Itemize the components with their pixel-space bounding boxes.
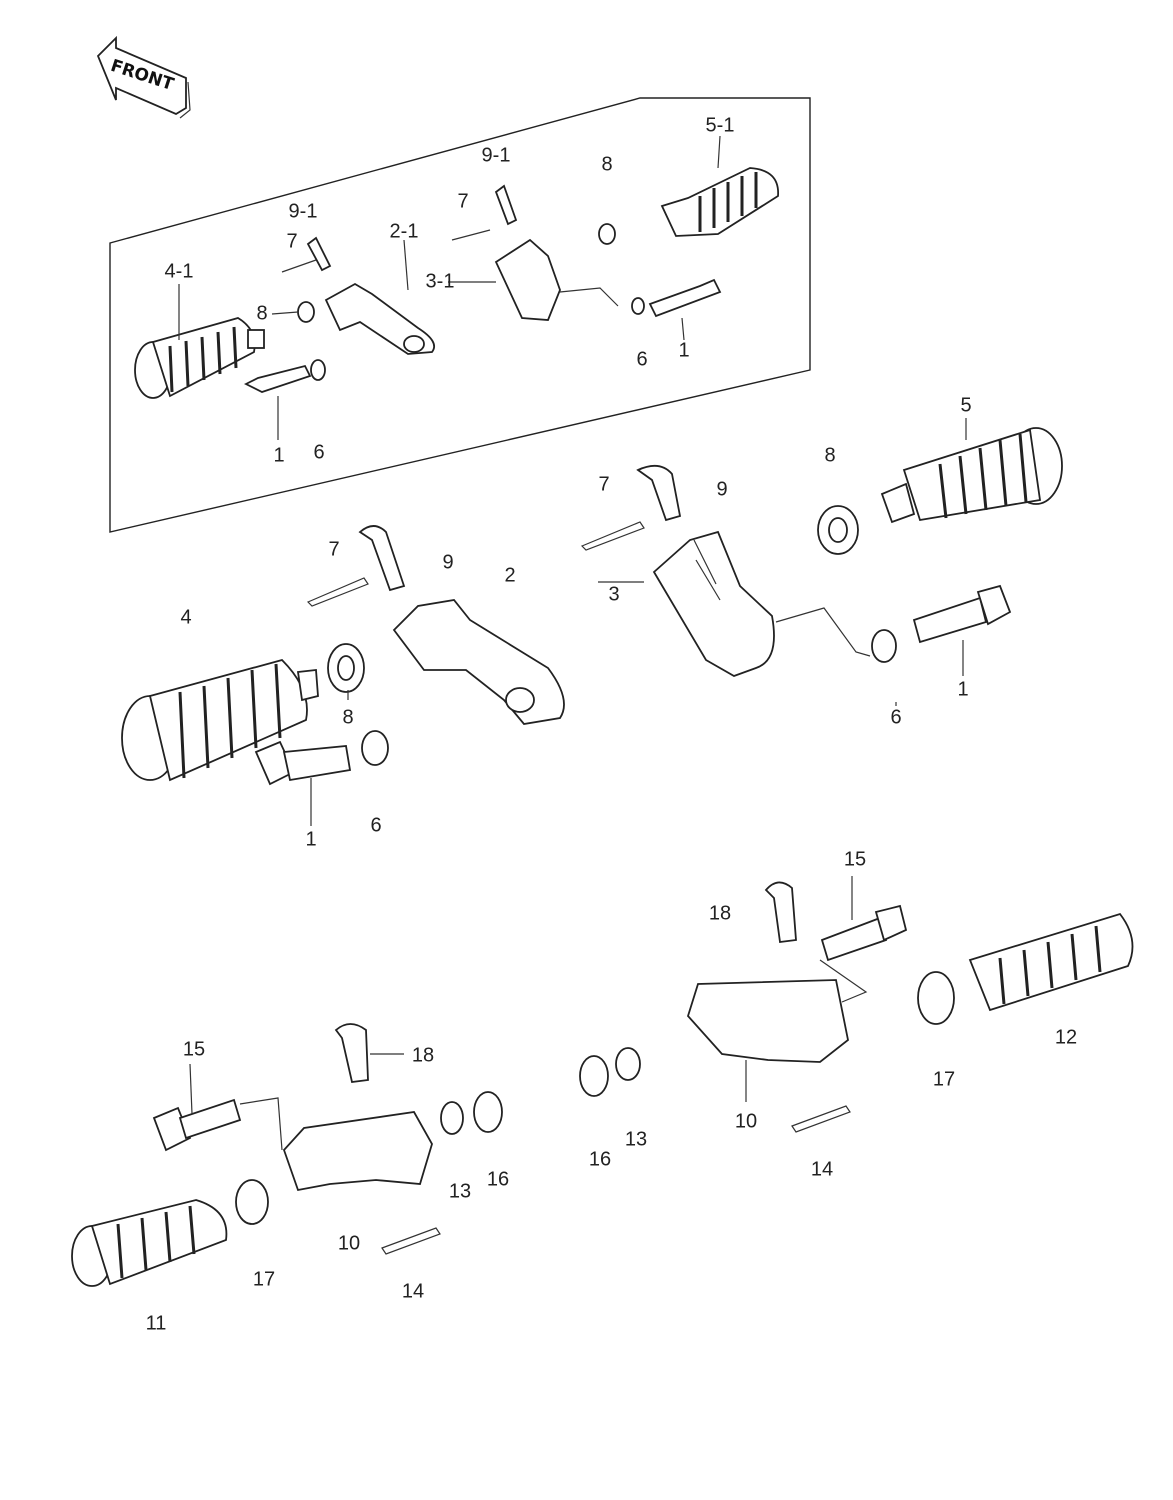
callout-label: 18 (412, 1044, 434, 1066)
rear-washer-small-right (615, 1047, 641, 1081)
callout-label: 10 (338, 1232, 360, 1254)
callout-label: 1 (678, 339, 689, 361)
inset-bracket-left (324, 282, 436, 355)
front-footpeg-left-part (121, 658, 319, 782)
inset-bolt-right (631, 278, 722, 318)
front-lockwasher-left (361, 730, 389, 766)
front-bolt-right (912, 584, 1012, 644)
inset-bracket-right (494, 238, 619, 321)
callout-label: 1 (305, 828, 316, 850)
callout-label: 8 (256, 302, 267, 324)
inset-pin-left (281, 236, 332, 273)
inset-washer-right (598, 223, 616, 245)
callout-label: 17 (933, 1068, 955, 1090)
front-cotter-right (580, 521, 645, 551)
rear-pin-lower (334, 1023, 369, 1083)
callout-label: 12 (1055, 1026, 1077, 1048)
front-washer-right (817, 505, 859, 555)
callout-label: 9-1 (482, 144, 511, 166)
rear-bolt-upper (820, 904, 908, 962)
callout-label: 13 (625, 1128, 647, 1150)
rear-washer-right (917, 971, 955, 1025)
callout-label: 5 (960, 394, 971, 416)
callout-label: 9 (716, 478, 727, 500)
callout-label: 1 (957, 678, 968, 700)
callout-label: 2 (504, 564, 515, 586)
front-pin-left (358, 525, 406, 592)
inset-frame (109, 97, 811, 533)
rear-callouts: 15 18 12 17 10 16 13 14 15 18 13 16 10 1… (146, 848, 1078, 1334)
front-washer-left (327, 643, 365, 693)
callout-label: 3-1 (426, 270, 455, 292)
rear-washer-small-left (440, 1101, 464, 1135)
front-bracket-right (652, 530, 871, 677)
callout-label: 6 (313, 441, 324, 463)
callout-label: 8 (342, 706, 353, 728)
callout-label: 1 (273, 444, 284, 466)
callout-label: 8 (601, 153, 612, 175)
front-lockwasher-right (871, 629, 897, 663)
inset-washer-left (297, 301, 315, 323)
callout-label: 8 (824, 444, 835, 466)
callout-label: 15 (844, 848, 866, 870)
front-bracket-left (392, 599, 565, 725)
callout-label: 4 (180, 606, 191, 628)
callout-label: 3 (608, 583, 619, 605)
callout-label: 7 (328, 538, 339, 560)
rear-cotter-right (791, 1105, 851, 1133)
rear-bracket-left (239, 1097, 433, 1192)
inset-bolt-left (243, 359, 326, 393)
rear-bolt-lower (152, 1098, 242, 1152)
callout-label: 6 (890, 706, 901, 728)
callout-label: 7 (286, 230, 297, 252)
inset-pin-right (451, 184, 518, 241)
rear-footpeg-right-part (968, 912, 1134, 1012)
rear-nut-left (473, 1091, 503, 1133)
callout-label: 9 (442, 551, 453, 573)
callout-label: 7 (598, 473, 609, 495)
callout-label: 9-1 (289, 200, 318, 222)
callout-label: 6 (636, 348, 647, 370)
callout-label: 13 (449, 1180, 471, 1202)
inset-callouts: 5-1 9-1 8 9-1 7 7 2-1 3-1 4-1 8 6 1 1 6 (165, 114, 735, 466)
front-arrow-icon: FRONT (96, 35, 191, 119)
front-pin-right (636, 464, 682, 522)
callout-label: 11 (146, 1312, 167, 1334)
rear-washer-left (235, 1179, 269, 1225)
callout-label: 7 (457, 190, 468, 212)
rear-footpeg-left-part (71, 1199, 228, 1287)
front-footpeg-right-part (880, 427, 1063, 524)
callout-label: 16 (487, 1168, 509, 1190)
inset-footpeg-right (660, 167, 779, 237)
callout-label: 14 (402, 1280, 424, 1302)
front-bolt-left (254, 740, 352, 786)
rear-bracket-right (686, 959, 868, 1063)
rear-nut-right (579, 1055, 609, 1097)
callout-label: 6 (370, 814, 381, 836)
front-callouts: 5 8 7 9 7 9 2 3 4 8 1 6 1 6 (180, 394, 971, 850)
callout-label: 14 (811, 1158, 833, 1180)
leader-lines (189, 418, 967, 1115)
callout-label: 17 (253, 1268, 275, 1290)
callout-label: 16 (589, 1148, 611, 1170)
rear-pin-upper (764, 881, 797, 944)
callout-label: 10 (735, 1110, 757, 1132)
callout-label: 15 (183, 1038, 205, 1060)
front-cotter-left (306, 577, 369, 607)
inset-footpeg-left (134, 317, 265, 399)
callout-label: 18 (709, 902, 731, 924)
rear-cotter-left (381, 1227, 441, 1255)
callout-label: 2-1 (390, 220, 419, 242)
callout-label: 5-1 (706, 114, 735, 136)
callout-label: 4-1 (165, 260, 194, 282)
inset-leaders (178, 135, 721, 440)
